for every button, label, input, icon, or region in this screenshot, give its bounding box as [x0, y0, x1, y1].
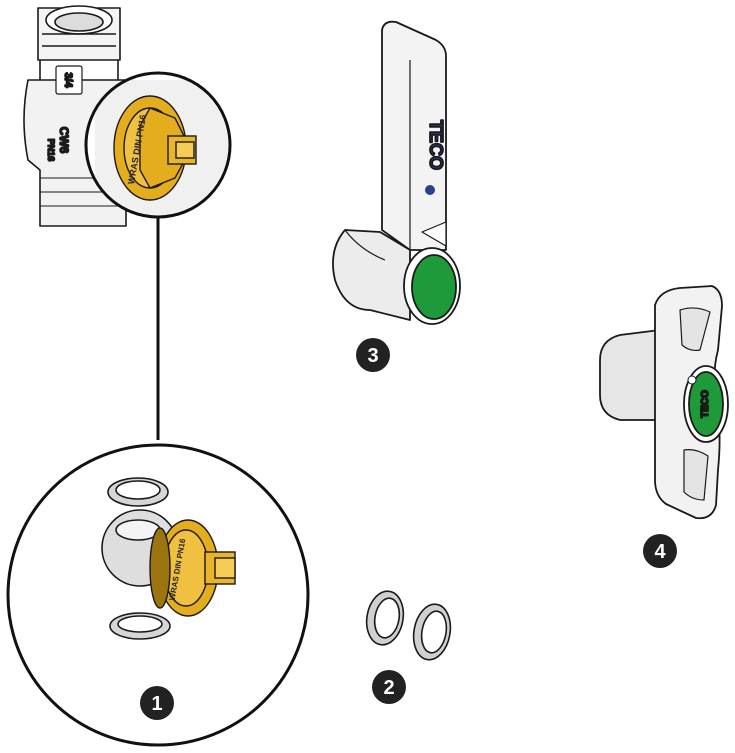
- badge-4: 4: [643, 534, 677, 568]
- badge-2-label: 2: [383, 677, 394, 699]
- gasket-bottom: [109, 612, 171, 640]
- butterfly-brand-text: TECO: [700, 390, 711, 418]
- gasket-right: [412, 603, 452, 661]
- badge-1: 1: [140, 686, 174, 720]
- gasket-top: [107, 477, 169, 507]
- valve-stamp: 3/4: [62, 72, 74, 88]
- part-2-gaskets: [365, 590, 452, 661]
- part-1-callout: WRAS DIN PN16: [6, 443, 310, 747]
- valve-body-text-2: PN16: [46, 139, 56, 162]
- badge-4-label: 4: [654, 541, 666, 563]
- lever-brand-text: TECO: [426, 120, 446, 170]
- gasket-left: [365, 590, 405, 646]
- insert-zoom-callout: WRAS DIN PN16: [84, 71, 232, 219]
- part-4-butterfly-handle: TECO: [599, 285, 729, 520]
- badge-1-label: 1: [151, 693, 162, 715]
- badge-2: 2: [372, 670, 406, 704]
- badge-3: 3: [356, 338, 390, 372]
- part-3-lever-handle: TECO: [332, 20, 461, 325]
- badge-3-label: 3: [367, 345, 378, 367]
- valve-body-text-1: CW6: [57, 127, 71, 154]
- brass-insert: [149, 519, 236, 617]
